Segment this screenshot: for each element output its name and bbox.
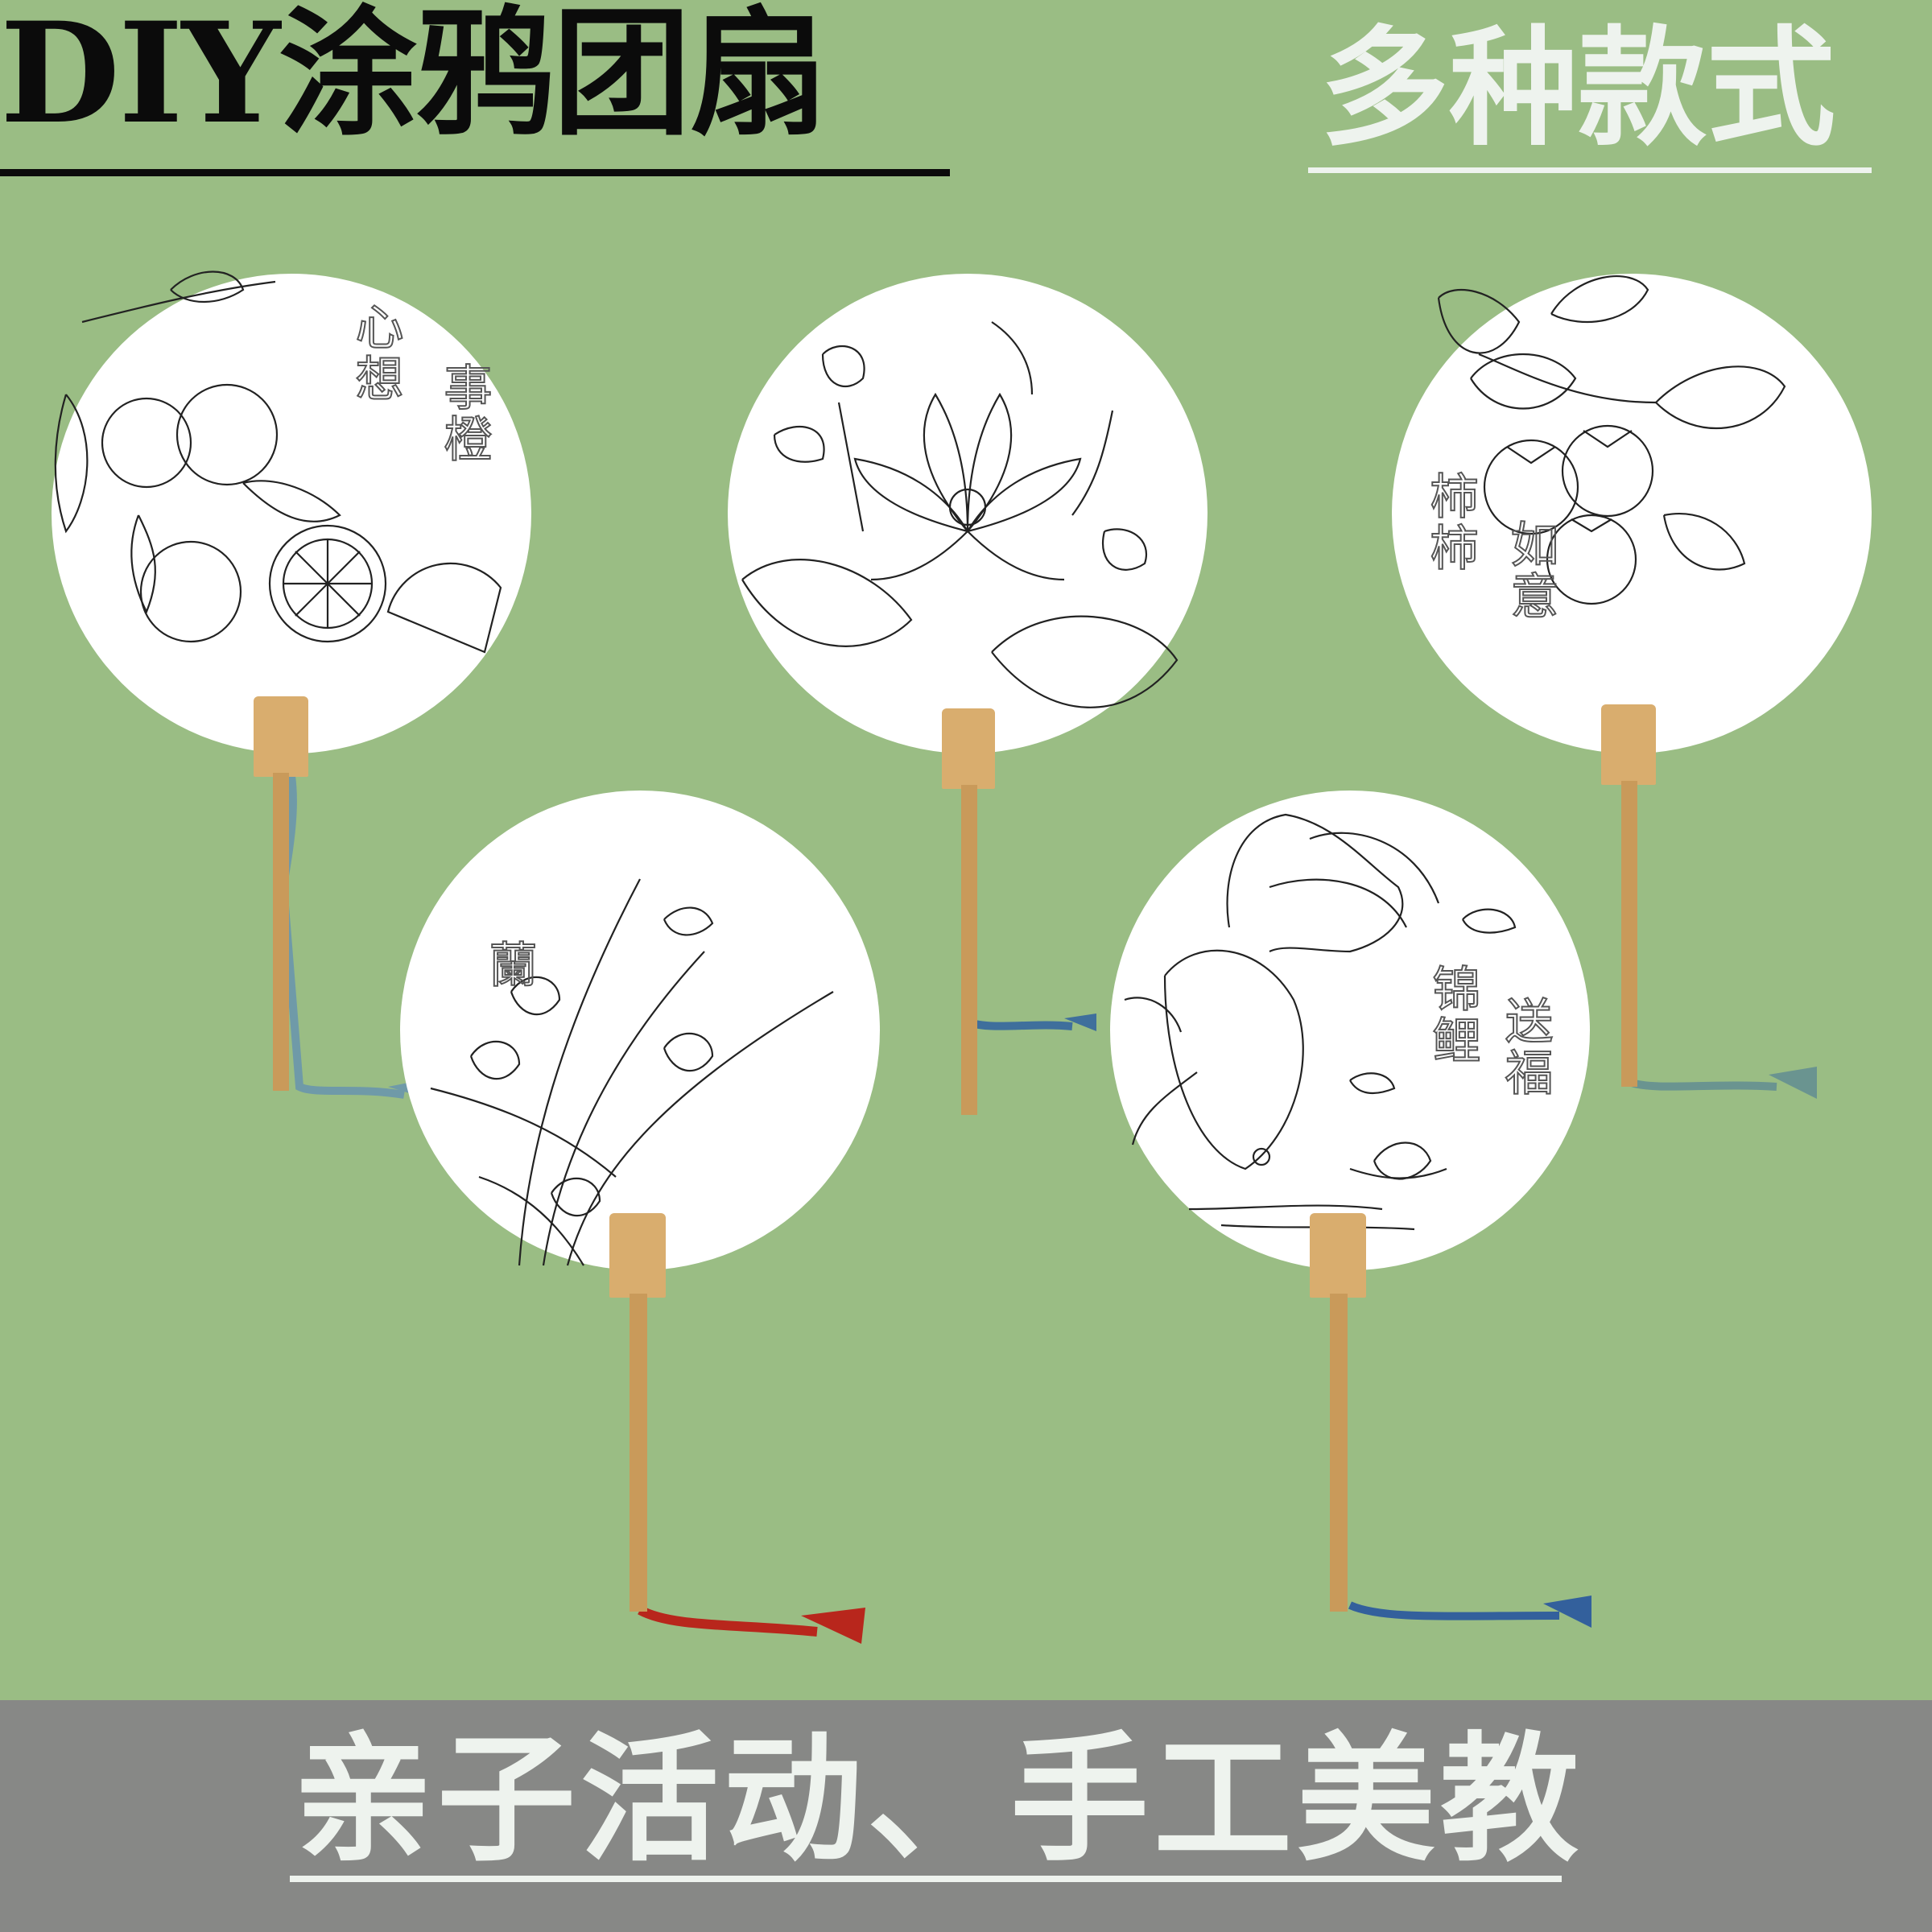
- fan-oranges-inscription-1: 心想: [346, 301, 404, 406]
- fan-oranges-inscription-2: 事橙: [435, 361, 493, 466]
- fan-lotus-drawing: [728, 274, 1208, 1031]
- title-underline: [0, 169, 950, 176]
- fan-koi-handle: [1310, 1213, 1366, 1298]
- fan-persimmons: 柿柿 如意: [1390, 274, 1873, 1119]
- fan-oranges-stick: [273, 773, 289, 1091]
- fan-oranges-handle: [254, 696, 308, 777]
- footer-slogan: 亲子活动、手工美教: [294, 1719, 1583, 1880]
- fan-koi-inscription-2: 送福: [1496, 995, 1554, 1100]
- fan-lotus-stick: [961, 785, 977, 1115]
- fan-koi: 锦鲤 送福: [1108, 791, 1624, 1660]
- fan-oranges-drawing: [52, 270, 531, 1099]
- fan-orchid-drawing: [400, 791, 880, 1644]
- fan-persimmons-inscription-1: 柿柿: [1421, 470, 1479, 575]
- fan-lotus-handle: [942, 708, 995, 789]
- fan-lotus: [726, 274, 1209, 1119]
- side-title: 多种款式: [1320, 13, 1836, 163]
- fan-persimmons-handle: [1601, 704, 1656, 785]
- fan-persimmons-drawing: [1392, 274, 1872, 1099]
- fan-oranges: 心想 事橙: [50, 270, 533, 1119]
- main-title: DIY涂鸦团扇: [0, 0, 828, 155]
- fan-persimmons-stick: [1621, 781, 1637, 1087]
- side-title-underline: [1308, 167, 1872, 173]
- fan-orchid: 蘭: [398, 791, 914, 1660]
- fan-persimmons-inscription-2: 如意: [1501, 518, 1559, 623]
- fan-orchid-handle: [609, 1213, 666, 1298]
- footer-band: [0, 1700, 1932, 1932]
- fan-koi-stick: [1330, 1294, 1348, 1612]
- fan-orchid-inscription-1: 蘭: [480, 939, 538, 992]
- fan-koi-drawing: [1110, 791, 1591, 1628]
- footer-underline: [290, 1876, 1562, 1882]
- fan-orchid-stick: [630, 1294, 647, 1612]
- fan-koi-inscription-1: 锦鲤: [1423, 963, 1481, 1067]
